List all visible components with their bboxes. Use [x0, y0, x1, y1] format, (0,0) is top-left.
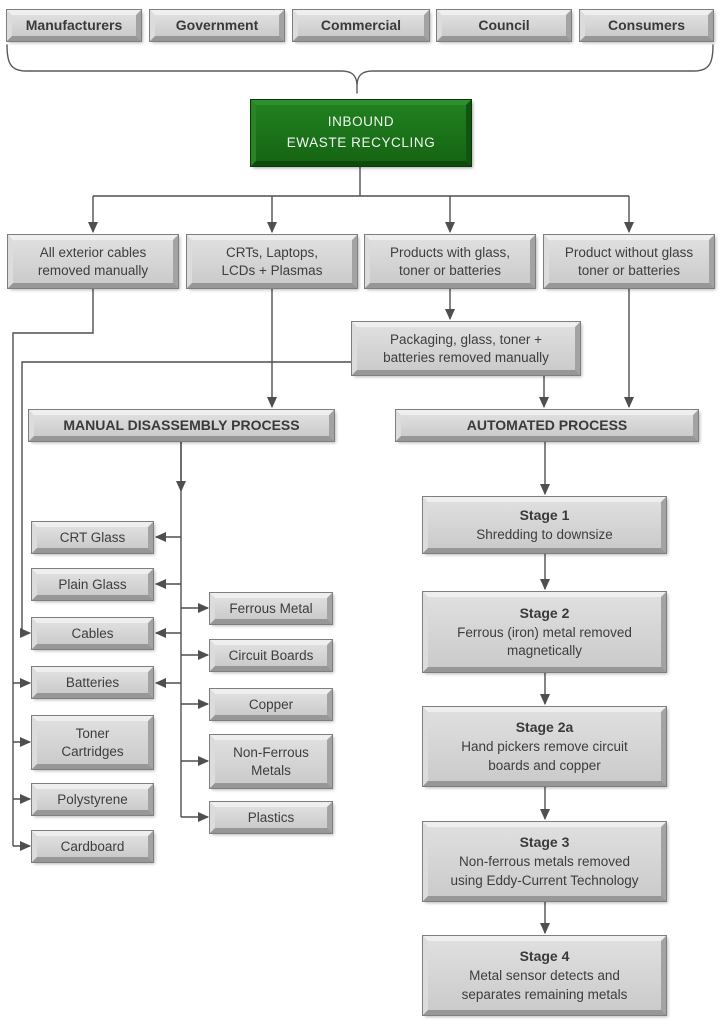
- output-box-crt-glass: CRT Glass: [32, 522, 153, 553]
- stage-title: Stage 2: [519, 604, 570, 621]
- inbound-line1: INBOUND: [327, 114, 395, 130]
- intake-box-crts-laptops: CRTs, Laptops, LCDs + Plasmas: [187, 235, 357, 288]
- stage-title: Stage 3: [519, 834, 570, 851]
- brace: [6, 44, 714, 94]
- stage-2-box: Stage 2 Ferrous (iron) metal removed mag…: [423, 592, 666, 672]
- output-box-non-ferrous-metals: Non-Ferrous Metals: [210, 735, 332, 788]
- output-label: Plastics: [247, 809, 295, 825]
- inbound-ewaste-recycling-box: INBOUND EWASTE RECYCLING: [251, 100, 471, 166]
- output-box-toner-cartridges: Toner Cartridges: [32, 716, 153, 769]
- output-label: Polystyrene: [57, 791, 128, 807]
- source-label: Consumers: [607, 17, 686, 34]
- output-label: Copper: [248, 696, 294, 712]
- source-label: Commercial: [320, 17, 402, 34]
- stage-desc: Non-ferrous metals removed using Eddy-Cu…: [450, 854, 639, 888]
- stage-title: Stage 2a: [515, 719, 574, 736]
- intake-label: Products with glass, toner or batteries: [389, 244, 511, 278]
- output-label: Non-Ferrous Metals: [233, 744, 309, 778]
- output-label: Batteries: [65, 674, 120, 690]
- source-box-government: Government: [150, 10, 284, 41]
- stage-2a-box: Stage 2a Hand pickers remove circuit boa…: [423, 707, 666, 786]
- stage-desc: Ferrous (iron) metal removed magneticall…: [457, 624, 632, 659]
- packaging-removed-box: Packaging, glass, toner + batteries remo…: [352, 322, 580, 375]
- output-label: CRT Glass: [59, 529, 126, 545]
- automated-process-header: AUTOMATED PROCESS: [396, 410, 698, 441]
- intake-box-product-without-glass: Product without glass toner or batteries: [544, 235, 714, 288]
- inbound-line2: EWASTE RECYCLING: [286, 135, 436, 150]
- source-box-consumers: Consumers: [580, 10, 713, 41]
- stage-desc: Metal sensor detects and separates remai…: [461, 968, 628, 1002]
- output-label: Circuit Boards: [228, 647, 314, 663]
- output-label: Toner Cartridges: [61, 725, 124, 759]
- stage-title: Stage 4: [519, 948, 570, 965]
- intake-label: Product without glass toner or batteries: [564, 244, 694, 278]
- output-label: Cardboard: [60, 838, 125, 854]
- header-label: MANUAL DISASSEMBLY PROCESS: [63, 417, 300, 434]
- packaging-label: Packaging, glass, toner + batteries remo…: [383, 331, 549, 365]
- header-label: AUTOMATED PROCESS: [466, 417, 628, 434]
- stage-desc: Hand pickers remove circuit boards and c…: [461, 739, 628, 773]
- intake-box-exterior-cables: All exterior cables removed manually: [8, 235, 178, 288]
- stage-desc: Shredding to downsize: [476, 526, 613, 542]
- output-label: Cables: [71, 625, 114, 641]
- source-box-manufacturers: Manufacturers: [7, 10, 141, 41]
- output-box-cables: Cables: [32, 618, 153, 649]
- output-box-ferrous-metal: Ferrous Metal: [210, 593, 332, 624]
- source-label: Council: [478, 17, 530, 34]
- source-box-council: Council: [437, 10, 571, 41]
- stage-4-box: Stage 4 Metal sensor detects and separat…: [423, 936, 666, 1015]
- intake-label: All exterior cables removed manually: [37, 244, 149, 278]
- stage-title: Stage 1: [519, 506, 570, 523]
- output-box-plastics: Plastics: [210, 802, 332, 833]
- source-label: Manufacturers: [25, 17, 123, 34]
- output-box-polystyrene: Polystyrene: [32, 784, 153, 815]
- output-box-plain-glass: Plain Glass: [32, 569, 153, 600]
- output-label: Plain Glass: [58, 576, 127, 592]
- output-box-batteries: Batteries: [32, 667, 153, 698]
- intake-label: CRTs, Laptops, LCDs + Plasmas: [221, 244, 323, 278]
- output-box-copper: Copper: [210, 689, 332, 720]
- output-label: Ferrous Metal: [229, 600, 313, 616]
- output-box-cardboard: Cardboard: [32, 831, 153, 862]
- stage-3-box: Stage 3 Non-ferrous metals removed using…: [423, 822, 666, 901]
- source-label: Government: [175, 17, 259, 34]
- output-box-circuit-boards: Circuit Boards: [210, 640, 332, 671]
- manual-disassembly-header: MANUAL DISASSEMBLY PROCESS: [29, 410, 334, 441]
- source-box-commercial: Commercial: [293, 10, 429, 41]
- stage-1-box: Stage 1 Shredding to downsize: [423, 497, 666, 553]
- intake-box-products-with-glass: Products with glass, toner or batteries: [365, 235, 535, 288]
